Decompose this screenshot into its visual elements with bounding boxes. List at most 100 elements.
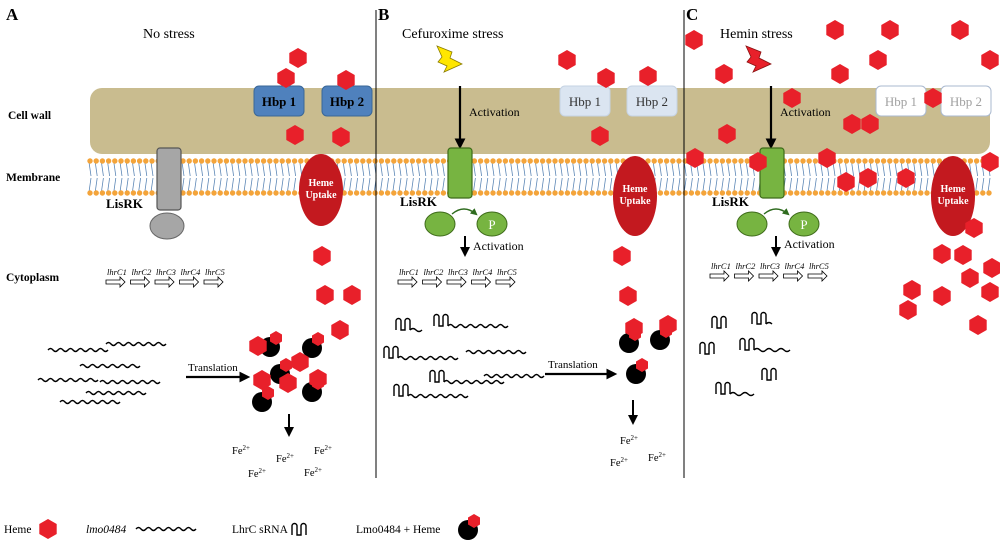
activation-label-b2: Activation bbox=[473, 239, 524, 253]
lisrk-label-c: LisRK bbox=[712, 194, 750, 209]
iron-ion-label: Fe2+ bbox=[304, 466, 322, 479]
gene-label: lhrC3 bbox=[156, 267, 176, 277]
iron-ions-b: Fe2+Fe2+Fe2+ bbox=[610, 434, 666, 469]
gene-arrow-icon bbox=[130, 276, 150, 288]
gene-label: lhrC2 bbox=[424, 267, 445, 277]
membrane-bilayer bbox=[87, 158, 992, 196]
panel-letter-c: C bbox=[686, 5, 698, 24]
lmo0484-mrna-a bbox=[37, 341, 167, 405]
gene-arrow-icon bbox=[471, 276, 491, 288]
lisrk-label-a: LisRK bbox=[106, 196, 144, 211]
heme-icon bbox=[331, 320, 349, 340]
cell-wall-band bbox=[90, 88, 990, 154]
heme-icon bbox=[639, 66, 657, 86]
legend: Heme lmo0484 LhrC sRNA Lmo0484 + Heme bbox=[4, 514, 480, 540]
activation-label-c: Activation bbox=[780, 105, 831, 119]
heme-icon bbox=[613, 246, 631, 266]
heme-uptake-label-c-2: Uptake bbox=[937, 196, 969, 207]
hbp2-protein-b bbox=[626, 85, 678, 117]
label-membrane: Membrane bbox=[6, 172, 60, 184]
heme-icon bbox=[685, 30, 703, 50]
lisrk-label-b: LisRK bbox=[400, 194, 438, 209]
iron-ions-a: Fe2+Fe2+Fe2+Fe2+Fe2+ bbox=[232, 444, 332, 480]
label-cytoplasm: Cytoplasm bbox=[6, 272, 59, 284]
heme-icon bbox=[289, 48, 307, 68]
panel-title-b: Cefuroxime stress bbox=[402, 27, 503, 42]
heme-uptake-label-b-2: Uptake bbox=[619, 196, 651, 207]
gene-arrow-icon bbox=[422, 276, 442, 288]
heme-icon bbox=[954, 245, 972, 265]
hbp1-protein-a bbox=[253, 85, 305, 117]
gene-arrow-icon bbox=[105, 276, 126, 288]
label-cell-wall: Cell wall bbox=[8, 110, 51, 122]
gene-arrow-icon bbox=[783, 270, 803, 282]
iron-ion-label: Fe2+ bbox=[648, 451, 666, 464]
gene-label: lhrC4 bbox=[181, 267, 202, 277]
heme-uptake-label-a-2: Uptake bbox=[305, 190, 337, 201]
hbp2-label-c: Hbp 2 bbox=[950, 94, 982, 109]
heme-uptake-label-c: Heme bbox=[941, 184, 967, 195]
gene-arrow-icon bbox=[709, 270, 730, 282]
heme-icon bbox=[826, 20, 844, 40]
gene-label: lhrC4 bbox=[785, 261, 806, 271]
gene-arrow-icon bbox=[446, 276, 467, 288]
heme-uptake-label-a: Heme bbox=[309, 178, 335, 189]
phospho-label-c: P bbox=[800, 217, 807, 232]
heme-icon bbox=[597, 68, 615, 88]
legend-heme-label: Heme bbox=[4, 524, 31, 536]
gene-label: lhrC1 bbox=[107, 267, 127, 277]
cefuroxime-lightning-icon bbox=[436, 45, 463, 73]
gene-arrow-icon bbox=[807, 270, 828, 282]
activation-label-c2: Activation bbox=[784, 237, 835, 251]
gene-arrow-icon bbox=[154, 276, 175, 288]
legend-lhrc-label: LhrC sRNA bbox=[232, 524, 289, 536]
heme-icon bbox=[831, 64, 849, 84]
translation-label-a: Translation bbox=[188, 362, 238, 374]
heme-uptake-c bbox=[931, 156, 975, 236]
heme-icon bbox=[981, 282, 999, 302]
phospho-label-b: P bbox=[488, 217, 495, 232]
heme-icon bbox=[981, 152, 999, 172]
iron-ion-label: Fe2+ bbox=[248, 467, 266, 480]
heme-icon bbox=[933, 286, 951, 306]
lisrk-sensor-active-b bbox=[447, 147, 473, 199]
heme-icon bbox=[899, 300, 917, 320]
panel-letter-b: B bbox=[378, 5, 389, 24]
heme-icon bbox=[316, 285, 334, 305]
heme-icon bbox=[951, 20, 969, 40]
hbp1-label-a: Hbp 1 bbox=[262, 94, 296, 109]
panel-letter-a: A bbox=[6, 5, 19, 24]
gene-label: lhrC3 bbox=[760, 261, 780, 271]
hbp2-label-b: Hbp 2 bbox=[636, 94, 668, 109]
hbp1-protein-b bbox=[559, 85, 611, 117]
gene-arrow-icon bbox=[203, 276, 224, 288]
legend-heme-icon bbox=[39, 519, 57, 539]
heme-icon bbox=[969, 315, 987, 335]
iron-ion-label: Fe2+ bbox=[276, 452, 294, 465]
gene-label: lhrC5 bbox=[205, 267, 225, 277]
gene-label: lhrC2 bbox=[736, 261, 757, 271]
heme-icon bbox=[903, 280, 921, 300]
legend-srna-icon bbox=[291, 522, 307, 536]
heme-icon bbox=[558, 50, 576, 70]
gene-arrow-icon bbox=[758, 270, 779, 282]
gene-arrow-icon bbox=[495, 276, 516, 288]
heme-icon bbox=[343, 285, 361, 305]
activation-label-b: Activation bbox=[469, 105, 520, 119]
panel-title-c: Hemin stress bbox=[720, 27, 793, 42]
heme-icon bbox=[619, 286, 637, 306]
hemin-lightning-icon bbox=[745, 45, 772, 73]
heme-icon bbox=[933, 244, 951, 264]
lhrc-srna-and-mrna-b bbox=[383, 313, 545, 399]
gene-label: lhrC3 bbox=[448, 267, 468, 277]
heme-icon bbox=[881, 20, 899, 40]
lisrk-regulator-b bbox=[424, 211, 456, 237]
gene-arrow-icon bbox=[397, 276, 418, 288]
gene-label: lhrC5 bbox=[497, 267, 517, 277]
lisrk-regulator-c bbox=[736, 211, 768, 237]
lhrc-srna-c bbox=[699, 311, 791, 397]
iron-ion-label: Fe2+ bbox=[232, 444, 250, 457]
